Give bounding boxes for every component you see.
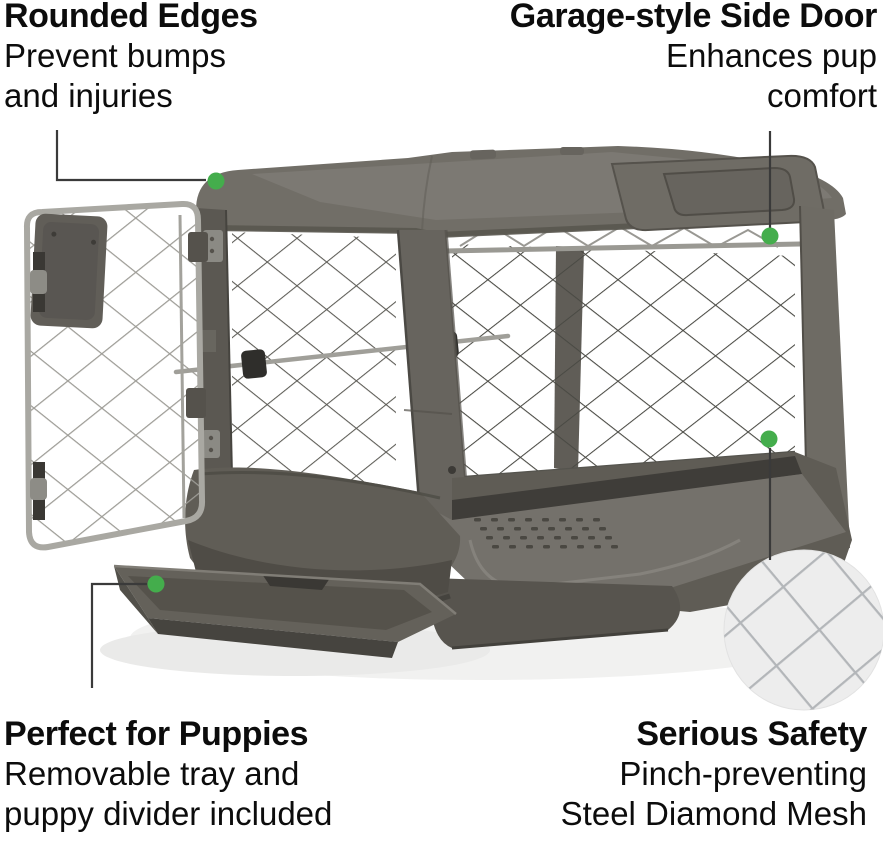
screw-dot [91,239,97,245]
callout-side-door: Garage-style Side Door Enhances pup comf… [509,0,878,116]
callout-title: Rounded Edges [4,0,258,35]
roof-latch-tab [469,149,497,160]
door-hinge [188,232,208,262]
callout-body: Prevent bumps and injuries [4,37,226,114]
tray-rim-highlight [113,564,457,615]
base-front-lower [430,578,681,648]
post-seam [403,409,453,415]
callout-body: Pinch-preventing Steel Diamond Mesh [560,755,867,832]
tray-well [128,576,432,630]
callout-title: Serious Safety [636,715,867,753]
roof-corner-seam [421,155,433,232]
callout-body: Enhances pup comfort [665,37,877,114]
green-dot-rounded-edges [207,172,225,190]
callout-markers [147,172,779,593]
roof-latch-tab [560,147,584,155]
callout-serious-safety: Serious Safety Pinch-preventing Steel Di… [560,714,868,834]
screw-dot [51,231,57,237]
floor-vents [474,518,618,549]
green-dot-mesh [760,430,778,448]
green-dot-tray [147,575,165,593]
open-front-door [23,200,208,551]
side-door-top-rail [442,241,803,254]
base-top-shadow [199,470,441,500]
callout-body: Removable tray and puppy divider include… [4,755,333,832]
tray-front-lip [148,618,398,658]
door-stiffener-wire [178,214,186,519]
hinge-plate [200,330,216,352]
side-door-mesh-panel [451,244,796,480]
floor-lip [468,538,741,590]
screw-dot [209,236,215,242]
callout-rounded-edges: Rounded Edges Prevent bumps and injuries [4,0,258,116]
screw-dot [208,447,214,453]
callout-title: Garage-style Side Door [509,0,878,35]
door-hinge [186,388,206,418]
divider-clamp [241,349,267,379]
hinge-plate [202,430,220,458]
base-bottom-edge [451,628,669,650]
door-latch-plate [30,213,108,329]
base-inner-shadow-band [452,456,802,522]
front-mesh-panel [232,232,396,502]
connector-rounded-edges [55,130,206,182]
callout-title: Perfect for Puppies [4,715,309,753]
mesh-closeup-inset [723,549,883,711]
screw-dot [208,435,214,441]
screw-dot [448,466,456,474]
inset-diamond-mesh [724,550,883,710]
green-dot-side-door [761,227,779,245]
callout-connectors [55,130,772,688]
interior-floor [400,474,846,590]
crate-roof [196,146,846,238]
callout-perfect-for-puppies: Perfect for Puppies Removable tray and p… [4,714,332,834]
removable-tray [113,564,457,658]
latch-slider [30,270,47,294]
connector-puppies [90,582,147,688]
screw-dot [209,248,215,254]
latch-slider [30,478,47,500]
